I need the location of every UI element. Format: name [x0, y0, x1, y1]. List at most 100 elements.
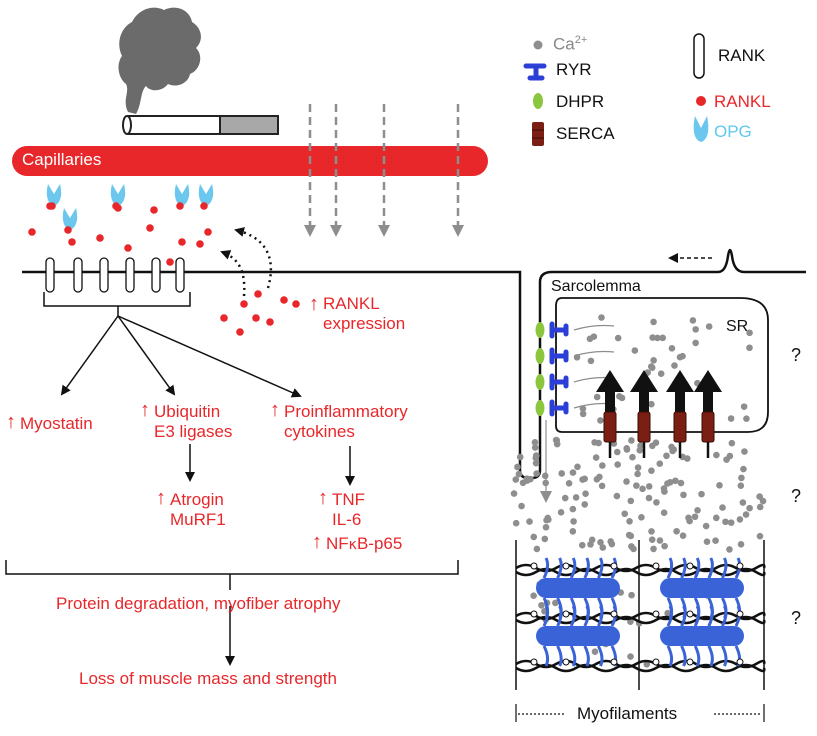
myosin-filament: [536, 626, 620, 646]
calcium-ion: [746, 344, 753, 352]
myofilaments-bracket: [515, 704, 765, 722]
calcium-ion: [645, 494, 653, 502]
calcium-ion: [692, 339, 699, 347]
legend-opg-icon: [693, 116, 709, 142]
calcium-ion: [516, 453, 524, 461]
tnf-arrow: ↑: [318, 487, 328, 509]
calcium-ion: [722, 518, 729, 526]
calcium-ion: [726, 546, 733, 553]
rankl-dot: [220, 314, 228, 322]
calcium-ion: [728, 439, 736, 447]
calcium-ion: [664, 609, 671, 617]
legend-dhpr-icon: [533, 93, 543, 109]
calcium-ion: [639, 485, 646, 493]
calcium-ion: [738, 474, 745, 482]
actin-filament: [515, 659, 766, 669]
calcium-ion: [737, 482, 745, 490]
calcium-ion: [553, 437, 561, 444]
rank-receptor: [99, 257, 109, 293]
rankl-dot: [204, 228, 212, 236]
rankl-dot: [266, 318, 274, 326]
calcium-ion: [698, 490, 705, 498]
rankl-dot: [196, 240, 204, 248]
calcium-ion: [634, 470, 641, 478]
calcium-ion: [636, 446, 644, 454]
calcium-ion: [587, 541, 594, 548]
troponin-complex: [686, 658, 694, 666]
ca-reuptake-arrow: [694, 370, 722, 440]
calcium-ion: [716, 482, 723, 489]
myosin-head: [542, 605, 550, 667]
question-mark-sr: ?: [791, 345, 802, 365]
calcium-ion: [581, 501, 589, 508]
sarcolemma-membrane: [22, 248, 806, 480]
calcium-ion: [628, 437, 635, 444]
troponin-complex: [736, 562, 744, 570]
calcium-ion: [607, 538, 615, 545]
calcium-ion: [668, 345, 676, 352]
rankl-dot: [292, 300, 300, 308]
calcium-ion: [531, 439, 539, 446]
myosin-head: [666, 605, 674, 667]
calcium-ion: [552, 599, 559, 607]
ca-release-line: [573, 324, 615, 331]
calcium-ion: [668, 443, 675, 451]
rank-receptor: [45, 257, 55, 293]
dhpr-channel: [535, 374, 545, 390]
cigarette-icon: [122, 115, 279, 135]
calcium-ion: [530, 533, 538, 541]
calcium-ion: [727, 519, 735, 526]
calcium-ion: [740, 403, 748, 410]
myosin-filament: [660, 578, 744, 598]
secretion-arrows: [220, 227, 273, 297]
calcium-ion: [712, 514, 720, 522]
calcium-ion: [625, 531, 633, 539]
ryr-channel: [549, 373, 569, 391]
calcium-ion: [743, 415, 750, 422]
calcium-ion: [712, 537, 719, 544]
ca-release-line: [573, 350, 615, 357]
troponin-complex: [562, 658, 570, 666]
calcium-ion: [746, 504, 753, 512]
calcium-ion: [597, 539, 604, 546]
actin-filament: [515, 563, 766, 573]
calcium-ion: [512, 519, 520, 527]
rankl-dot: [96, 234, 104, 242]
calcium-ion: [538, 601, 545, 609]
nfkb-arrow: ↑: [312, 531, 322, 553]
calcium-ion: [648, 467, 655, 474]
capillary-vessel: [12, 146, 488, 176]
calcium-ion: [599, 462, 606, 469]
calcium-ion: [740, 465, 747, 473]
calcium-ion: [613, 448, 621, 456]
calcium-ion: [530, 592, 537, 599]
dhpr-channel: [535, 322, 545, 338]
calcium-ion: [630, 545, 637, 553]
calcium-ion: [581, 475, 588, 483]
dhpr-channel: [535, 400, 545, 416]
troponin-complex: [530, 610, 538, 618]
myosin-head: [597, 605, 604, 667]
protein-degradation-label: Protein degradation, myofiber atrophy: [56, 594, 341, 613]
rankl-dot: [252, 314, 260, 322]
rankl-bound-dot: [176, 202, 184, 210]
calcium-ion: [587, 357, 595, 365]
myosin-filament: [536, 578, 620, 598]
calcium-ion: [596, 473, 603, 481]
troponin-complex: [530, 562, 538, 570]
troponin-complex: [652, 610, 660, 618]
calcium-ion: [702, 522, 710, 530]
calcium-ion: [544, 514, 552, 522]
calcium-ion: [647, 363, 655, 370]
rankl-dot: [178, 238, 186, 246]
calcium-ion: [713, 451, 720, 459]
rankl-bound-dot: [200, 202, 208, 210]
calcium-ion: [654, 334, 661, 342]
actin-filament: [515, 611, 766, 621]
troponin-complex: [686, 610, 694, 618]
ca-reuptake-arrow: [596, 370, 624, 440]
calcium-ion: [650, 545, 657, 553]
